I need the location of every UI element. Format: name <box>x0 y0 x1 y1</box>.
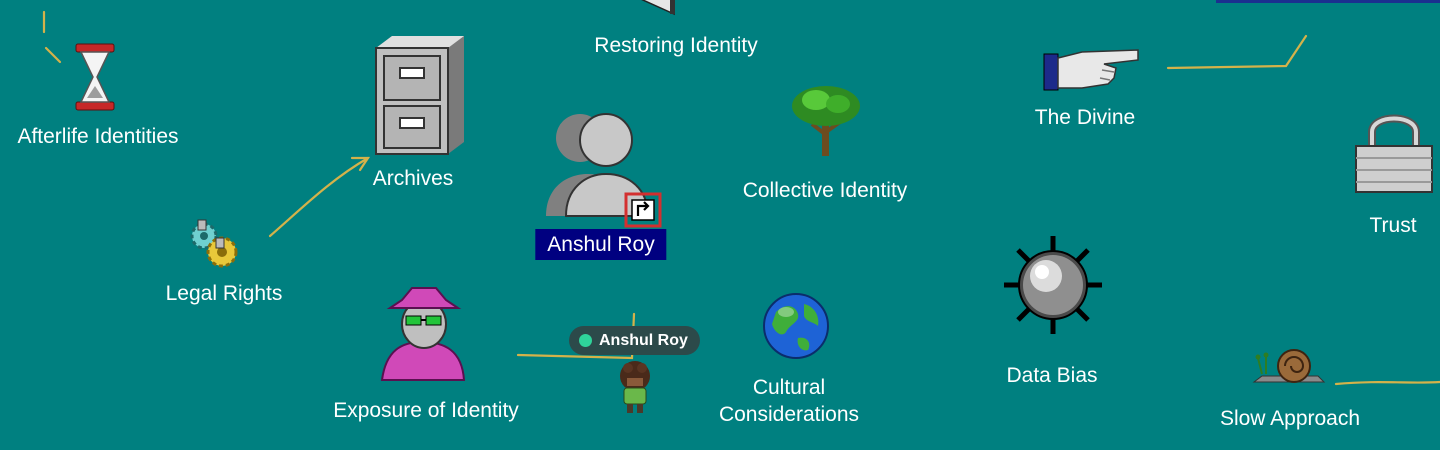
snail-icon <box>1252 349 1326 383</box>
online-status-dot <box>579 334 592 347</box>
icon-label-selected: Anshul Roy <box>535 229 667 260</box>
icon-label: Trust <box>1369 214 1417 237</box>
padlock-icon <box>1355 114 1433 193</box>
users-shortcut-icon <box>546 113 662 228</box>
pointing-hand-icon <box>1043 49 1139 91</box>
icon-label: Data Bias <box>1006 364 1098 387</box>
icon-label: Afterlife Identities <box>17 125 179 148</box>
icon-label: Slow Approach <box>1219 407 1361 430</box>
tree-icon <box>792 86 860 156</box>
icon-label: Collective Identity <box>742 179 908 202</box>
file-cabinet-icon <box>375 36 464 155</box>
icon-label: Exposure of Identity <box>333 399 519 422</box>
spy-icon <box>380 287 466 381</box>
gears-icon <box>190 219 238 268</box>
globe-icon <box>763 293 829 359</box>
mine-icon <box>1004 236 1102 334</box>
icon-label: Archives <box>372 167 454 190</box>
partial-icon <box>641 0 676 16</box>
presence-name-tag: Anshul Roy <box>569 326 700 355</box>
icon-label: The Divine <box>1034 106 1136 129</box>
hourglass-icon <box>75 43 115 111</box>
presence-name: Anshul Roy <box>599 332 688 349</box>
user-avatar[interactable] <box>618 360 652 414</box>
icon-label: Cultural Considerations <box>718 376 860 426</box>
icon-label: Restoring Identity <box>594 34 758 57</box>
window-edge <box>1216 0 1440 3</box>
highlight-box <box>624 192 662 228</box>
icon-label: Legal Rights <box>165 282 283 305</box>
